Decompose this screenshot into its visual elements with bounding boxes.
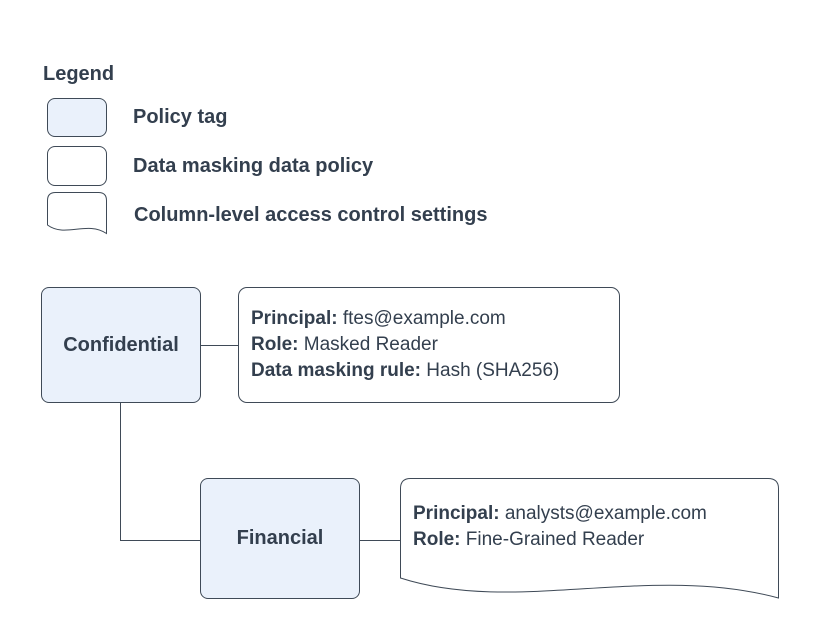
policy-detail-line: Role: Masked Reader — [251, 332, 607, 358]
policy-detail-line: Role: Fine-Grained Reader — [413, 527, 707, 553]
policy-tag-swatch-icon — [47, 98, 107, 137]
detail-value: Fine-Grained Reader — [465, 529, 645, 550]
legend-item-label: Policy tag — [133, 106, 228, 128]
detail-value: ftes@example.com — [342, 308, 506, 329]
column-access-settings-box: Principal: analysts@example.com Role: Fi… — [400, 478, 779, 605]
legend-item-label: Column-level access control settings — [134, 203, 488, 226]
legend-item-policy-tag: Policy tag — [47, 98, 227, 137]
document-swatch-icon — [47, 192, 107, 235]
detail-value: analysts@example.com — [504, 503, 707, 524]
detail-label: Role: — [251, 334, 299, 355]
detail-label: Role: — [413, 529, 461, 550]
legend-item-label: Data masking data policy — [133, 154, 374, 177]
policy-detail-line: Data masking rule: Hash (SHA256) — [251, 358, 607, 384]
access-settings-text: Principal: analysts@example.com Role: Fi… — [413, 501, 707, 553]
policy-detail-line: Principal: ftes@example.com — [251, 306, 607, 332]
detail-label: Principal: — [251, 308, 338, 329]
detail-value: Masked Reader — [303, 334, 438, 355]
policy-tag-node-confidential: Confidential — [41, 287, 201, 403]
detail-label: Data masking rule: — [251, 360, 421, 381]
data-masking-policy-box: Principal: ftes@example.com Role: Masked… — [238, 287, 620, 403]
detail-label: Principal: — [413, 503, 500, 524]
legend-item-column-level-access: Column-level access control settings — [47, 192, 487, 238]
data-policy-swatch-icon — [47, 146, 107, 186]
legend-title: Legend — [43, 63, 115, 85]
policy-detail-line: Principal: analysts@example.com — [413, 501, 707, 527]
policy-tag-label: Confidential — [63, 333, 179, 356]
detail-value: Hash (SHA256) — [426, 360, 560, 381]
policy-tag-label: Financial — [236, 527, 324, 549]
legend-item-data-masking-policy: Data masking data policy — [47, 146, 373, 186]
policy-tag-node-financial: Financial — [200, 478, 360, 599]
document-shape-outline — [400, 478, 779, 599]
connector-confidential-to-financial — [120, 403, 200, 541]
